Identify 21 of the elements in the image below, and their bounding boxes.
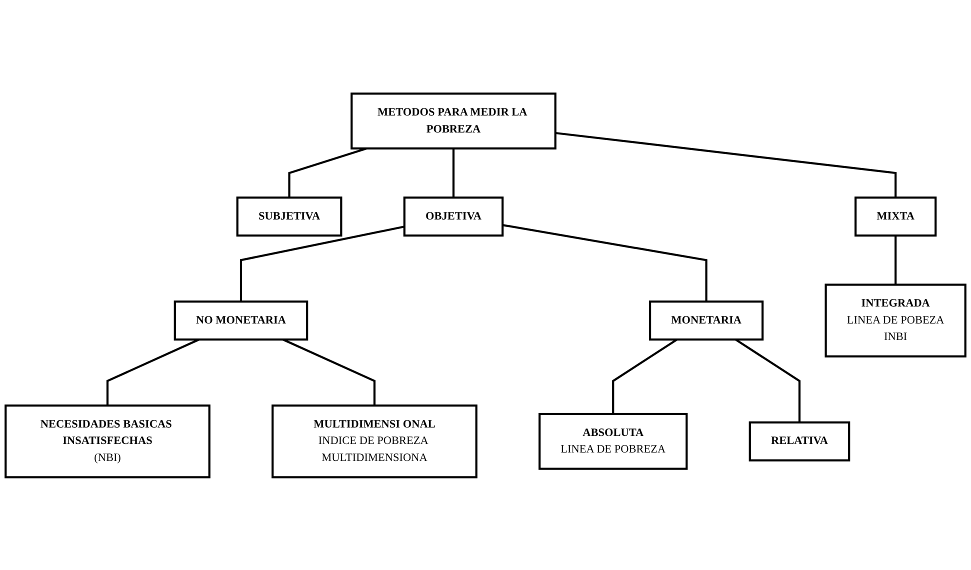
node-box: MONETARIA (649, 300, 764, 340)
connector (282, 338, 376, 406)
node-box: ABSOLUTA LINEA DE POBREZA (538, 412, 688, 470)
node-box: MIXTA (854, 196, 937, 236)
node-box: METODOS PARA MEDIR LA POBREZA (350, 92, 556, 150)
connector (452, 148, 455, 198)
connector (240, 225, 405, 302)
node-box: INTEGRADA LINEA DE POBEZA INBI (824, 283, 966, 358)
node-box: MULTIDIMENSI ONAL INDICE DE POBREZA MULTIDIMENSIONA (272, 404, 478, 478)
connector (555, 132, 897, 198)
connector (502, 224, 708, 302)
node-box: NECESIDADES BASICAS INSATISFECHAS (NBI) (4, 404, 210, 478)
connector (734, 338, 801, 422)
connector (612, 338, 678, 414)
node-box: SUBJETIVA (236, 196, 342, 236)
node-box: NO MONETARIA (174, 300, 308, 340)
connector (106, 338, 200, 406)
node-box: OBJETIVA (403, 196, 504, 236)
connector (288, 147, 368, 198)
connector (894, 235, 897, 284)
node-box: RELATIVA (748, 420, 850, 461)
